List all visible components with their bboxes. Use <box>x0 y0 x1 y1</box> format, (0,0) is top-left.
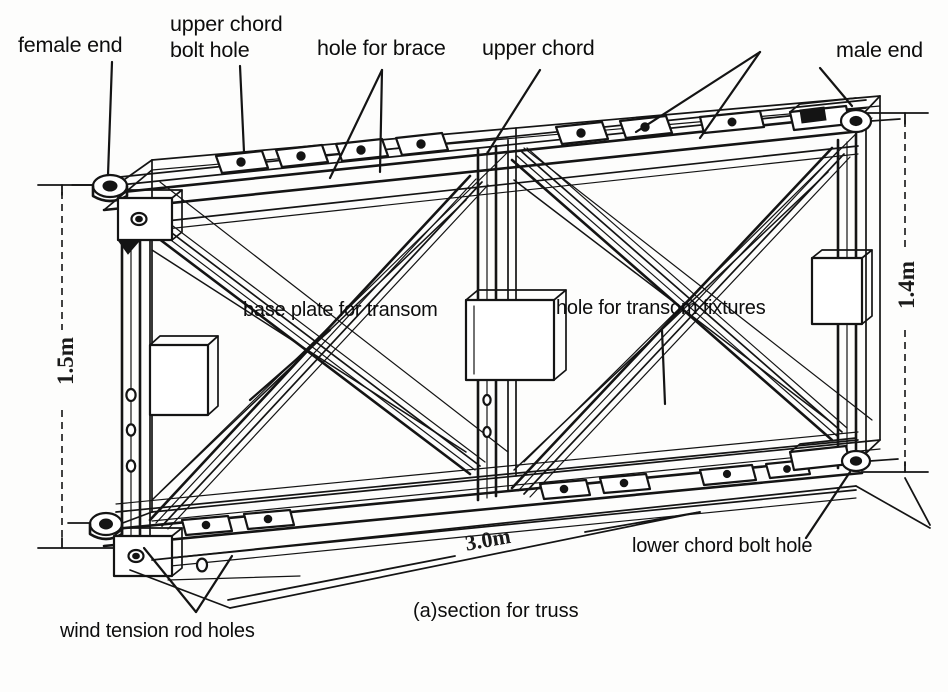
right-base-plate <box>810 249 873 326</box>
leader-lines <box>106 50 854 614</box>
label-base-plate-for-transom: base plate for transom <box>243 299 438 321</box>
wind-tension-rod-holes <box>125 387 209 573</box>
lower-chord-bolt-holes <box>180 458 812 537</box>
left-base-plate <box>148 335 219 417</box>
male-end-connector <box>788 97 901 134</box>
dimension-label-left: 1.5m <box>53 337 78 385</box>
label-hole-for-transom-fixtures: hole for transom fixtures <box>556 297 766 319</box>
label-upper-chord-bolt-hole-line2: bolt hole <box>170 38 250 62</box>
label-female-end: female end <box>18 33 123 57</box>
dimension-label-right: 1.4m <box>894 261 919 309</box>
perspective-depth-edges <box>129 485 931 609</box>
upper-chord-bolt-holes <box>214 131 450 175</box>
lower-left-connector <box>67 511 183 578</box>
brace-right-panel <box>510 146 851 498</box>
label-upper-chord: upper chord <box>482 36 595 60</box>
female-end-connector <box>71 173 183 255</box>
label-male-end: male end <box>836 38 923 62</box>
brace-left-panel <box>148 174 489 530</box>
centre-base-plate <box>464 289 567 382</box>
label-upper-chord-bolt-hole-line1: upper chord <box>170 12 283 36</box>
figure-caption: (a)section for truss <box>413 600 579 622</box>
upper-chord-bolt-holes-right <box>554 109 766 146</box>
lower-right-connector <box>788 437 899 473</box>
label-hole-for-brace: hole for brace <box>317 36 446 60</box>
lower-chord <box>102 431 881 571</box>
dimension-right-1-4m <box>861 112 929 473</box>
label-wind-tension-rod-holes: wind tension rod holes <box>60 620 255 642</box>
label-lower-chord-bolt-hole: lower chord bolt hole <box>632 535 813 557</box>
